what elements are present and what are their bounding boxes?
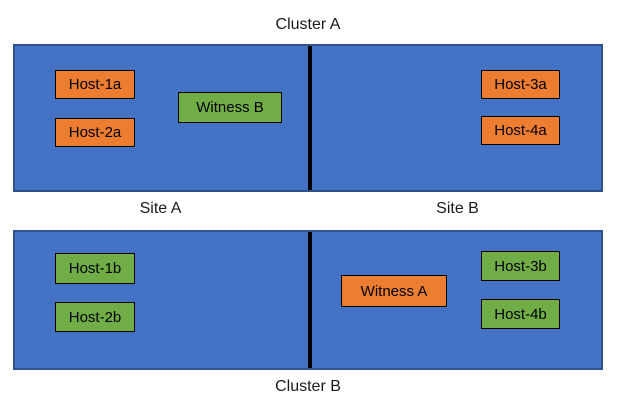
- node-host-2b: Host-2b: [55, 302, 135, 332]
- node-host-2a: Host-2a: [55, 118, 135, 147]
- node-host-3b: Host-3b: [481, 251, 560, 281]
- node-witness-b: Witness B: [178, 92, 282, 123]
- node-host-3a: Host-3a: [481, 70, 560, 99]
- cluster-b-title: Cluster B: [275, 378, 341, 395]
- node-host-1b: Host-1b: [55, 253, 135, 284]
- node-host-4a: Host-4a: [481, 116, 560, 145]
- cluster-b-box: Host-1b Host-2b Witness A Host-3b Host-4…: [13, 230, 603, 370]
- node-host-4b: Host-4b: [481, 299, 560, 329]
- node-witness-a: Witness A: [341, 275, 447, 307]
- cluster-a-box: Host-1a Host-2a Witness B Host-3a Host-4…: [13, 44, 603, 192]
- cluster-a-site-divider: [308, 46, 312, 190]
- node-host-1a: Host-1a: [55, 70, 135, 99]
- cluster-b-site-divider: [308, 232, 312, 368]
- site-b-label: Site B: [436, 200, 479, 217]
- site-a-label: Site A: [139, 200, 182, 217]
- cluster-a-title: Cluster A: [275, 16, 341, 33]
